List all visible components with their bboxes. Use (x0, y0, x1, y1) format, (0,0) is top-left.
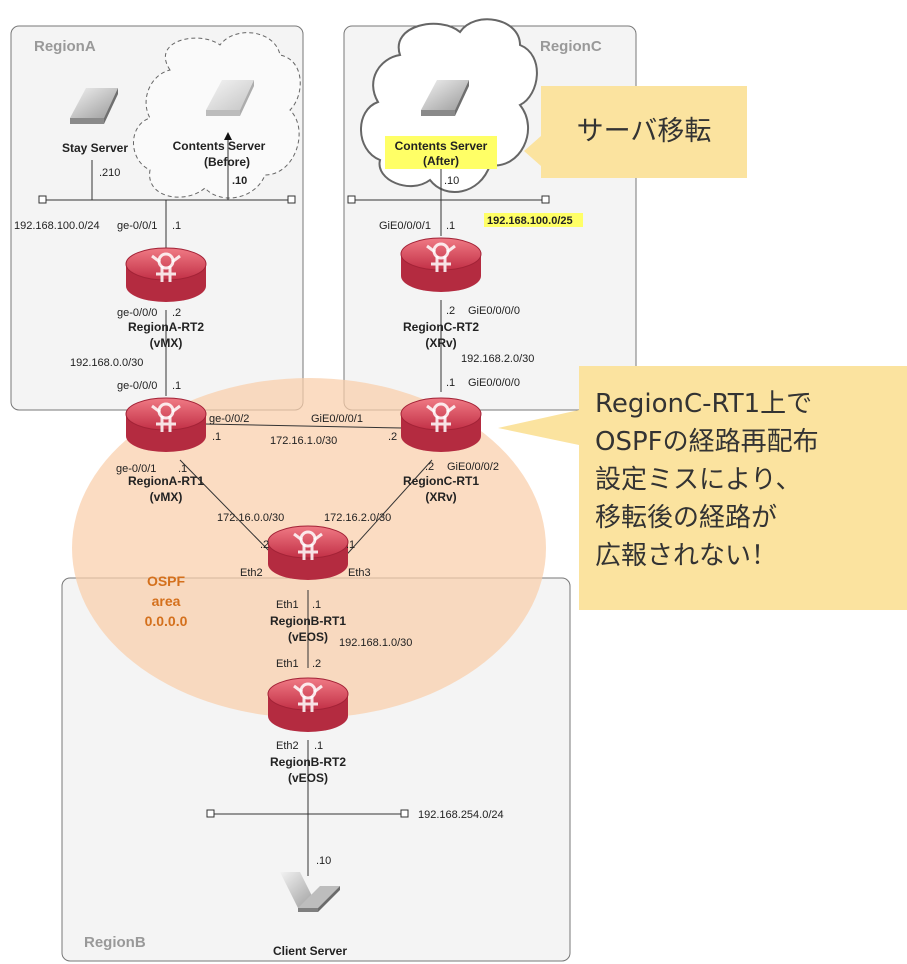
ospf-label: OSPF (147, 573, 186, 589)
net-b-label: 192.168.254.0/24 (418, 809, 504, 821)
ip-label: .2 (425, 461, 434, 473)
rega-rt2-name: RegionA-RT2 (128, 320, 204, 334)
if-label: ge-0/0/1 (116, 463, 156, 475)
ip-label: .2 (260, 539, 269, 551)
callout-issue: RegionC-RT1上で OSPFの経路再配布 設定ミスにより、 移転後の経路… (579, 366, 907, 610)
rega-rt2-type: (vMX) (150, 336, 183, 350)
after-highlight (385, 136, 497, 169)
callout-issue-text: RegionC-RT1上で OSPFの経路再配布 設定ミスにより、 移転後の経路… (595, 389, 819, 571)
ip-label: .1 (346, 539, 355, 551)
client-server-name: Client Server (273, 944, 347, 958)
if-label: Eth1 (276, 658, 299, 670)
regb-rt1-type: (vEOS) (288, 630, 328, 644)
ip-label: .1 (312, 599, 321, 611)
bus-a-right-port (287, 195, 296, 204)
net-a-link-label: 192.168.0.0/30 (70, 357, 143, 369)
if-label: ge-0/0/2 (209, 413, 249, 425)
callout-server-move-text: サーバ移転 (576, 116, 712, 147)
regb-rt2-name: RegionB-RT2 (270, 755, 346, 769)
router-icon (124, 396, 208, 454)
if-label: GiE0/0/0/2 (447, 461, 499, 473)
regc-rt1-type: (XRv) (425, 490, 456, 504)
bus-b-left-port (206, 809, 215, 818)
callout-server-move: サーバ移転 (541, 86, 747, 178)
stay-server-ip: .210 (99, 167, 120, 179)
if-label: GiE0/0/0/1 (379, 220, 431, 232)
net-ab-label: 172.16.0.0/30 (217, 512, 284, 524)
contents-before-ip: .10 (232, 175, 247, 187)
if-label: Eth2 (276, 740, 299, 752)
callout-issue-pointer (498, 410, 579, 445)
net-a-label: 192.168.100.0/24 (14, 220, 100, 232)
ip-label: .2 (312, 658, 321, 670)
callout-move-pointer (524, 136, 541, 166)
ip-label: .2 (172, 307, 181, 319)
ip-label: .2 (388, 431, 397, 443)
region-a-label: RegionA (34, 38, 96, 55)
ospf-area-label: area (152, 593, 181, 609)
router-icon (124, 246, 208, 304)
net-cb-label: 172.16.2.0/30 (324, 512, 391, 524)
if-label: ge-0/0/1 (117, 220, 157, 232)
contents-after-sub: (After) (423, 154, 459, 168)
ip-label: .1 (172, 220, 181, 232)
net-c-label: 192.168.100.0/25 (487, 215, 573, 227)
bus-a-left-port (38, 195, 47, 204)
router-icon (266, 524, 350, 582)
ip-label: .2 (446, 305, 455, 317)
if-label: ge-0/0/0 (117, 380, 157, 392)
net-c-highlight (484, 213, 583, 227)
regc-rt2-name: RegionC-RT2 (403, 320, 479, 334)
contents-after-name: Contents Server (395, 139, 488, 153)
regb-rt1-name: RegionB-RT1 (270, 614, 346, 628)
if-label: GiE0/0/0/1 (311, 413, 363, 425)
router-icon (399, 396, 483, 454)
bus-c-left-port (347, 195, 356, 204)
ip-label: .1 (446, 220, 455, 232)
ip-label: .1 (178, 463, 187, 475)
rega-rt1-type: (vMX) (150, 490, 183, 504)
ip-label: .1 (446, 377, 455, 389)
bus-b-right-port (400, 809, 409, 818)
ip-label: .1 (212, 431, 221, 443)
region-b-label: RegionB (84, 934, 146, 951)
if-label: Eth2 (240, 567, 263, 579)
regc-rt1-name: RegionC-RT1 (403, 474, 479, 488)
ospf-area-id: 0.0.0.0 (145, 613, 188, 629)
contents-before-sub: (Before) (204, 155, 250, 169)
if-label: Eth1 (276, 599, 299, 611)
regc-rt2-type: (XRv) (425, 336, 456, 350)
contents-after-ip: .10 (444, 175, 459, 187)
if-label: GiE0/0/0/0 (468, 305, 520, 317)
net-ac-label: 172.16.1.0/30 (270, 435, 337, 447)
net-c-link-label: 192.168.2.0/30 (461, 353, 534, 365)
contents-before-name: Contents Server (173, 139, 266, 153)
client-laptop-icon (280, 872, 340, 912)
stay-server-name: Stay Server (62, 141, 128, 155)
router-icon (399, 236, 483, 294)
bus-c-right-port (541, 195, 550, 204)
regb-rt2-type: (vEOS) (288, 771, 328, 785)
ip-label: .1 (172, 380, 181, 392)
region-c-label: RegionC (540, 38, 602, 55)
client-server-ip: .10 (316, 855, 331, 867)
if-label: GiE0/0/0/0 (468, 377, 520, 389)
net-b-link-label: 192.168.1.0/30 (339, 637, 412, 649)
if-label: Eth3 (348, 567, 371, 579)
rega-rt1-name: RegionA-RT1 (128, 474, 204, 488)
if-label: ge-0/0/0 (117, 307, 157, 319)
router-icon (266, 676, 350, 734)
ip-label: .1 (314, 740, 323, 752)
